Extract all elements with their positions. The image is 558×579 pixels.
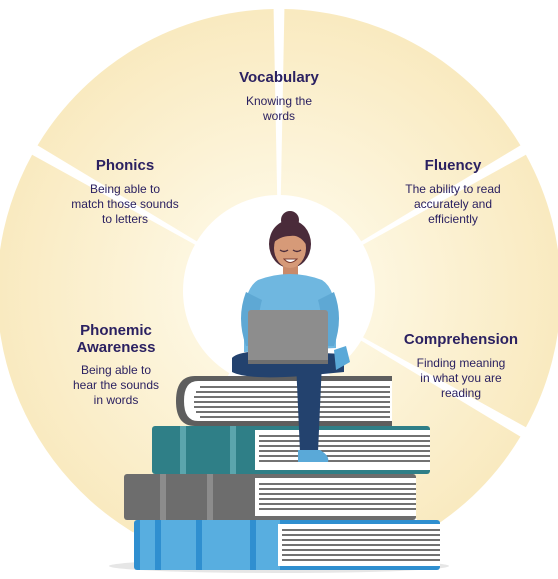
book-bottom-blue <box>134 520 440 570</box>
segment-desc-phonics: Being able to match those sounds to lett… <box>71 182 179 226</box>
segment-desc-comprehension: Finding meaning in what you are reading <box>416 356 506 400</box>
wedge-fluency <box>363 154 558 428</box>
book-teal <box>152 426 430 474</box>
wedge-vocabulary <box>280 9 521 242</box>
segment-title-vocabulary: Vocabulary <box>239 69 319 86</box>
segment-title-phonemic-awareness: Phonemic Awareness <box>76 322 156 356</box>
segment-title-fluency: Fluency <box>424 157 482 174</box>
laptop-icon <box>248 310 328 364</box>
segment-desc-phonemic-awareness: Being able to hear the sounds in words <box>72 363 160 407</box>
reader-figure <box>232 211 350 462</box>
segment-title-phonics: Phonics <box>95 157 155 174</box>
segment-desc-fluency: The ability to read accurately and effic… <box>405 182 501 226</box>
wedge-phonics <box>37 9 278 242</box>
book-top-gray <box>176 376 392 426</box>
segment-desc-vocabulary: Knowing the words <box>245 94 313 123</box>
book-middle-gray <box>124 474 416 520</box>
segment-title-comprehension: Comprehension <box>403 331 519 348</box>
